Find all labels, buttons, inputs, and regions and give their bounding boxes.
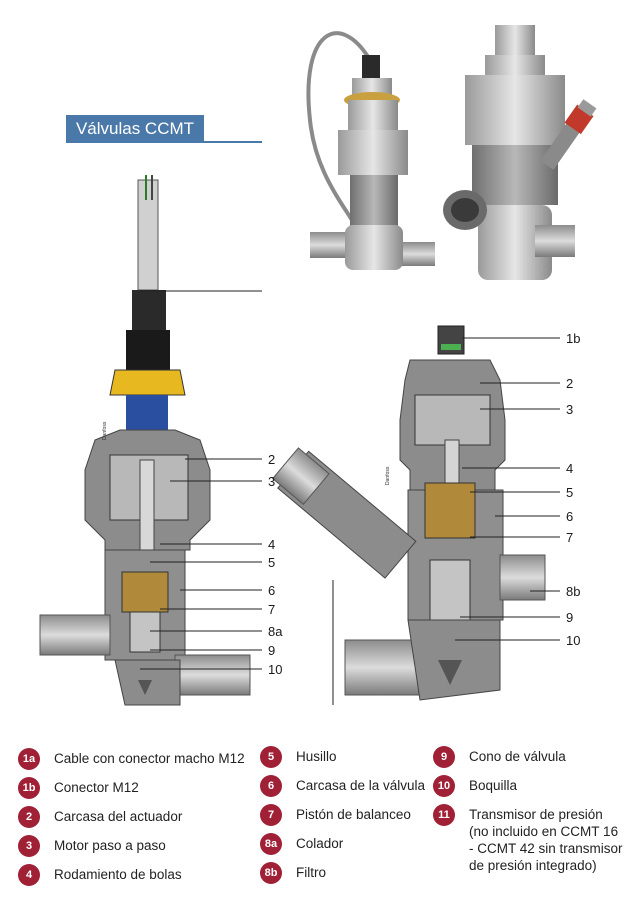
legend-item-5: 5 Husillo bbox=[260, 746, 337, 768]
legend-label: Filtro bbox=[296, 865, 326, 880]
legend-label: Rodamiento de bolas bbox=[54, 867, 182, 882]
legend-label-line: de presión integrado) bbox=[469, 858, 597, 873]
legend-label-line: (no incluido en CCMT 16 bbox=[469, 824, 619, 839]
legend-label: Cono de válvula bbox=[469, 749, 566, 764]
legend-item-6: 6 Carcasa de la válvula bbox=[260, 775, 426, 797]
legend-item-1a: 1a Cable con conector macho M12 bbox=[18, 748, 245, 770]
callout-left-6: 6 bbox=[268, 583, 276, 598]
right-leader-lines bbox=[455, 337, 560, 641]
legend-label: Pistón de balanceo bbox=[296, 807, 411, 822]
legend-item-1b: 1b Conector M12 bbox=[18, 777, 139, 799]
legend-label: Carcasa de la válvula bbox=[296, 778, 426, 793]
legend-badge: 4 bbox=[18, 864, 40, 886]
legend-badge: 3 bbox=[18, 835, 40, 857]
callout-right-3: 3 bbox=[566, 402, 574, 417]
legend-item-4: 4 Rodamiento de bolas bbox=[18, 864, 182, 886]
callout-left-9: 9 bbox=[268, 643, 276, 658]
legend-label: Transmisor de presión (no incluido en CC… bbox=[469, 806, 623, 874]
legend-item-7: 7 Pistón de balanceo bbox=[260, 804, 411, 826]
callout-left-7: 7 bbox=[268, 602, 276, 617]
legend-badge: 11 bbox=[433, 804, 455, 826]
legend-label: Cable con conector macho M12 bbox=[54, 751, 245, 766]
callout-left-2: 2 bbox=[268, 452, 276, 467]
legend-badge: 8b bbox=[260, 862, 282, 884]
title-underline bbox=[66, 141, 262, 143]
legend-item-8b: 8b Filtro bbox=[260, 862, 326, 884]
callout-left-3: 3 bbox=[268, 474, 276, 489]
valve-illustrations bbox=[39, 25, 597, 706]
diagram-title: Válvulas CCMT bbox=[66, 115, 204, 143]
callout-right-4: 4 bbox=[566, 461, 574, 476]
brand-stamp-right: Danfoss bbox=[385, 466, 391, 485]
product-photo-valve-with-cable bbox=[306, 31, 435, 270]
sectional-view-right bbox=[271, 325, 546, 701]
legend-badge: 8a bbox=[260, 833, 282, 855]
legend-label: Motor paso a paso bbox=[54, 838, 166, 853]
legend-badge: 5 bbox=[260, 746, 282, 768]
legend-label-line: - CCMT 42 sin transmisor bbox=[469, 841, 623, 856]
legend-item-10: 10 Boquilla bbox=[433, 775, 518, 797]
legend-label: Colador bbox=[296, 836, 344, 851]
callout-left-10: 10 bbox=[268, 662, 283, 677]
callout-right-2: 2 bbox=[566, 376, 574, 391]
left-leader-lines bbox=[140, 290, 262, 670]
legend-label: Husillo bbox=[296, 749, 337, 764]
legend: 1a Cable con conector macho M12 1b Conec… bbox=[0, 740, 636, 900]
callout-right-10: 10 bbox=[566, 633, 581, 648]
legend-badge: 7 bbox=[260, 804, 282, 826]
legend-item-9: 9 Cono de válvula bbox=[433, 746, 566, 768]
legend-item-3: 3 Motor paso a paso bbox=[18, 835, 166, 857]
legend-badge: 9 bbox=[433, 746, 455, 768]
legend-label-line: Transmisor de presión bbox=[469, 807, 603, 822]
legend-label: Boquilla bbox=[469, 778, 518, 793]
callout-left-8a: 8a bbox=[268, 624, 283, 639]
legend-label: Carcasa del actuador bbox=[54, 809, 183, 824]
legend-item-2: 2 Carcasa del actuador bbox=[18, 806, 183, 828]
callout-right-6: 6 bbox=[566, 509, 574, 524]
callout-right-9: 9 bbox=[566, 610, 574, 625]
product-photo-valve-with-transmitter bbox=[443, 25, 597, 280]
legend-label: Conector M12 bbox=[54, 780, 139, 795]
callout-right-8b: 8b bbox=[566, 584, 581, 599]
legend-badge: 10 bbox=[433, 775, 455, 797]
legend-badge: 6 bbox=[260, 775, 282, 797]
legend-item-8a: 8a Colador bbox=[260, 833, 344, 855]
callout-right-5: 5 bbox=[566, 485, 574, 500]
legend-badge: 2 bbox=[18, 806, 40, 828]
legend-item-11: 11 Transmisor de presión (no incluido en… bbox=[433, 804, 623, 874]
sectional-view-left bbox=[39, 175, 251, 706]
brand-stamp-left: Danfoss bbox=[102, 421, 108, 440]
callout-right-1b: 1b bbox=[566, 331, 581, 346]
callout-left-4: 4 bbox=[268, 537, 276, 552]
callout-right-7: 7 bbox=[566, 530, 574, 545]
legend-badge: 1b bbox=[18, 777, 40, 799]
legend-badge: 1a bbox=[18, 748, 40, 770]
callout-left-5: 5 bbox=[268, 555, 276, 570]
